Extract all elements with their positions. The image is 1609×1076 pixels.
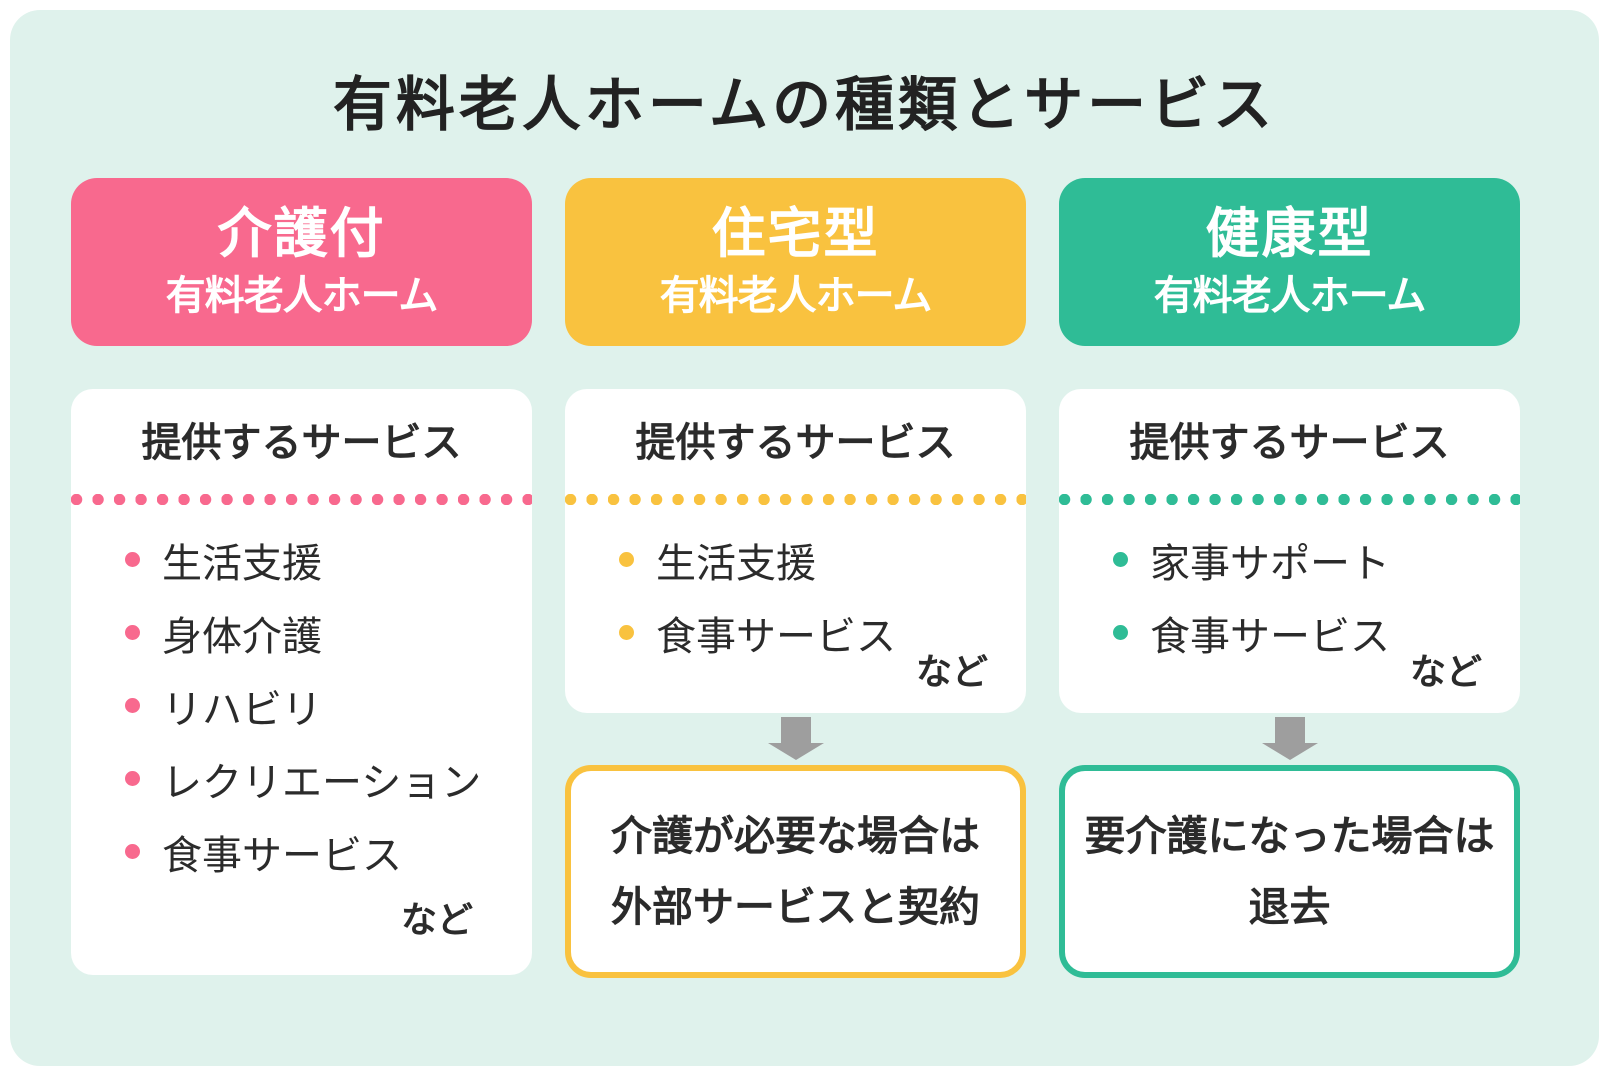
etc-label: など (400, 899, 473, 940)
note-line-2: 外部サービスと契約 (611, 883, 980, 930)
page-title: 有料老人ホームの種類とサービス (332, 72, 1277, 138)
service-item-label: 生活支援 (656, 541, 816, 586)
column-header-kaigo-tsuki: 介護付 有料老人ホーム (71, 178, 532, 346)
service-item: 食事サービス (1113, 596, 1490, 669)
header-subtitle-label: 有料老人ホーム (1153, 274, 1427, 318)
header-subtitle-label: 有料老人ホーム (659, 274, 933, 318)
header-type-label: 住宅型 (711, 204, 880, 264)
service-item: 生活支援 (619, 523, 996, 596)
note-line-1: 介護が必要な場合は (611, 812, 980, 859)
down-arrow-icon (767, 717, 824, 760)
services-card-kaigo-tsuki: 提供するサービス 生活支援 身体介護 リハビリ レクリエーション 食事サービス … (71, 389, 532, 975)
service-item-label: 食事サービス (162, 833, 402, 878)
service-item-label: 食事サービス (1150, 614, 1390, 659)
service-item: 生活支援 (125, 523, 502, 596)
bullet-dot-icon (125, 844, 140, 859)
column-header-jutaku-gata: 住宅型 有料老人ホーム (565, 178, 1026, 346)
dotted-divider (565, 494, 1026, 505)
bullet-dot-icon (619, 625, 634, 640)
bullet-dot-icon (1113, 625, 1128, 640)
service-list: 家事サポート 食事サービス (1113, 523, 1490, 669)
column-header-kenko-gata: 健康型 有料老人ホーム (1059, 178, 1520, 346)
service-item: リハビリ (125, 669, 502, 742)
header-type-label: 健康型 (1205, 204, 1374, 264)
note-box-kenko-gata: 要介護になった場合は 退去 (1059, 765, 1520, 978)
down-arrow-icon (1261, 717, 1318, 760)
services-card-kenko-gata: 提供するサービス 家事サポート 食事サービス など (1059, 389, 1520, 713)
services-card-jutaku-gata: 提供するサービス 生活支援 食事サービス など (565, 389, 1026, 713)
bullet-dot-icon (1113, 552, 1128, 567)
service-item-label: リハビリ (162, 687, 322, 732)
column-kenko-gata: 健康型 有料老人ホーム 提供するサービス 家事サポート 食事サービス など 要介… (1059, 178, 1520, 978)
bullet-dot-icon (125, 698, 140, 713)
header-subtitle-label: 有料老人ホーム (165, 274, 439, 318)
service-item: 食事サービス (619, 596, 996, 669)
services-heading: 提供するサービス (1129, 421, 1450, 465)
service-item-label: 生活支援 (162, 541, 322, 586)
etc-label: など (915, 651, 988, 692)
service-item: 家事サポート (1113, 523, 1490, 596)
note-line-1: 要介護になった場合は (1084, 812, 1495, 859)
etc-label: など (1409, 651, 1482, 692)
service-list: 生活支援 食事サービス (619, 523, 996, 669)
dotted-divider (1059, 494, 1520, 505)
note-box-jutaku-gata: 介護が必要な場合は 外部サービスと契約 (565, 765, 1026, 978)
note-line-2: 退去 (1248, 883, 1331, 930)
service-item-label: レクリエーション (162, 760, 482, 805)
service-item-label: 食事サービス (656, 614, 896, 659)
service-list: 生活支援 身体介護 リハビリ レクリエーション 食事サービス (125, 523, 502, 888)
service-item: 食事サービス (125, 815, 502, 888)
bullet-dot-icon (125, 771, 140, 786)
service-item-label: 家事サポート (1150, 541, 1390, 586)
column-kaigo-tsuki: 介護付 有料老人ホーム 提供するサービス 生活支援 身体介護 リハビリ レクリエ… (71, 178, 532, 978)
service-item: 身体介護 (125, 596, 502, 669)
bullet-dot-icon (125, 552, 140, 567)
service-item-label: 身体介護 (162, 614, 322, 659)
columns: 介護付 有料老人ホーム 提供するサービス 生活支援 身体介護 リハビリ レクリエ… (71, 178, 1520, 978)
dotted-divider (71, 494, 532, 505)
bullet-dot-icon (619, 552, 634, 567)
header-type-label: 介護付 (217, 204, 386, 264)
services-heading: 提供するサービス (635, 421, 956, 465)
column-jutaku-gata: 住宅型 有料老人ホーム 提供するサービス 生活支援 食事サービス など 介護が必… (565, 178, 1026, 978)
services-heading: 提供するサービス (141, 421, 462, 465)
bullet-dot-icon (125, 625, 140, 640)
service-item: レクリエーション (125, 742, 502, 815)
